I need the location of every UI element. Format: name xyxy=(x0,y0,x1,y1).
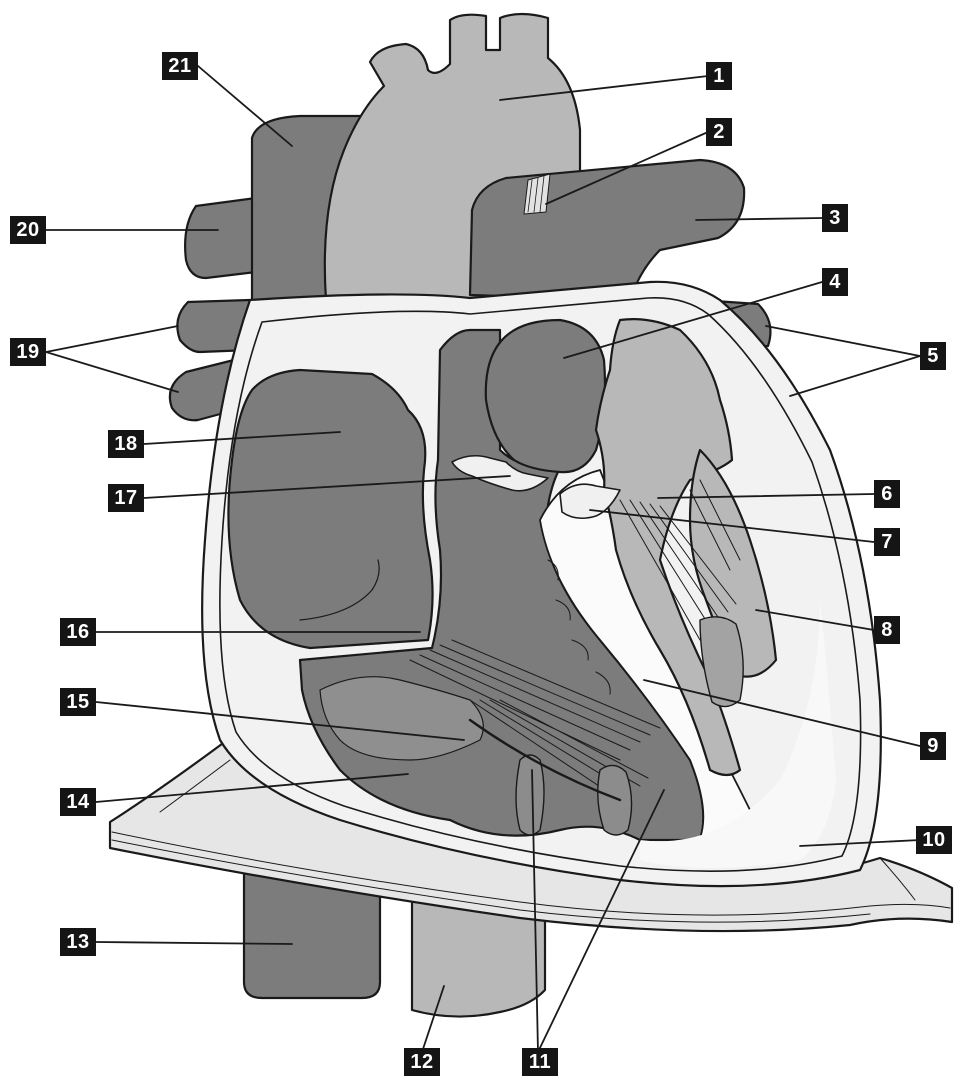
right-pulmonary-artery xyxy=(185,198,256,278)
label-12: 12 xyxy=(404,1048,440,1076)
label-4: 4 xyxy=(822,268,848,296)
left-atrium xyxy=(486,320,605,472)
label-14: 14 xyxy=(60,788,96,816)
label-1: 1 xyxy=(706,62,732,90)
leader-19b xyxy=(46,352,178,392)
label-2: 2 xyxy=(706,118,732,146)
leader-5a xyxy=(766,326,920,356)
label-15: 15 xyxy=(60,688,96,716)
pulmonary-trunk xyxy=(470,160,744,300)
label-8: 8 xyxy=(874,616,900,644)
label-9: 9 xyxy=(920,732,946,760)
label-11: 11 xyxy=(522,1048,558,1076)
label-13: 13 xyxy=(60,928,96,956)
leader-21 xyxy=(198,66,292,146)
leader-19a xyxy=(46,326,178,352)
label-20: 20 xyxy=(10,216,46,244)
label-16: 16 xyxy=(60,618,96,646)
label-18: 18 xyxy=(108,430,144,458)
ligamentum-arteriosum xyxy=(524,174,550,214)
label-21: 21 xyxy=(162,52,198,80)
label-7: 7 xyxy=(874,528,900,556)
label-19: 19 xyxy=(10,338,46,366)
label-10: 10 xyxy=(916,826,952,854)
papillary-muscle-posterior xyxy=(598,765,632,835)
label-17: 17 xyxy=(108,484,144,512)
leader-5b xyxy=(790,356,920,396)
right-atrium xyxy=(228,370,432,648)
label-3: 3 xyxy=(822,204,848,232)
label-5: 5 xyxy=(920,342,946,370)
papillary-muscle-anterior xyxy=(516,755,544,835)
label-6: 6 xyxy=(874,480,900,508)
